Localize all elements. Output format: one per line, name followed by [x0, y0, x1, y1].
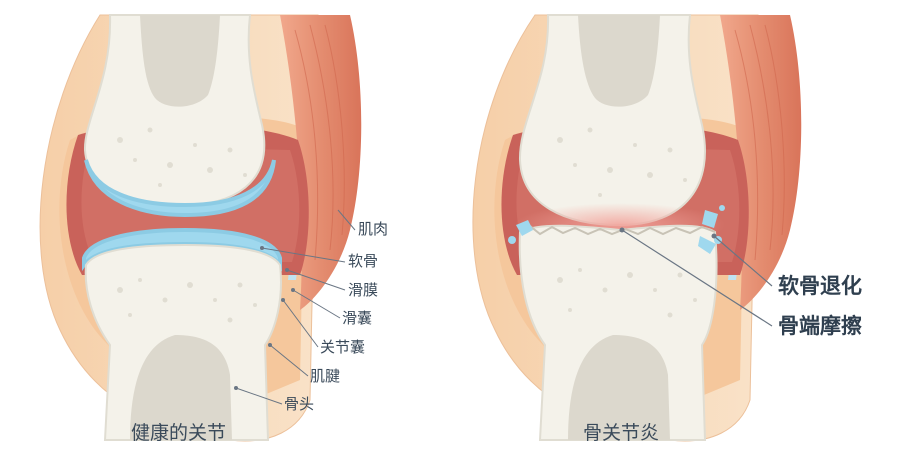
- osteoarthritis-joint: [472, 14, 802, 442]
- muscle-fibers: [734, 24, 785, 261]
- bone-texture: [557, 127, 697, 318]
- label-tendon: 肌腱: [310, 367, 341, 385]
- label-bone-friction: 骨端摩擦: [778, 314, 862, 338]
- leader-lines: [621, 229, 773, 327]
- label-synovium: 滑膜: [348, 281, 379, 299]
- femur-marrow: [578, 15, 660, 107]
- muscle: [280, 15, 362, 310]
- label-joint-capsule: 关节囊: [320, 338, 366, 356]
- label-muscle: 肌肉: [358, 220, 389, 238]
- healthy-joint: [39, 14, 362, 442]
- bone-texture: [117, 127, 257, 323]
- joint-surface: [519, 224, 716, 236]
- leader-lines: [235, 209, 356, 405]
- label-cartilage-degeneration: 软骨退化: [778, 274, 862, 298]
- tibia-marrow: [568, 335, 670, 440]
- cartilage-upper: [84, 159, 276, 218]
- cartilage-fragments: [508, 205, 725, 254]
- label-cartilage: 软骨: [348, 252, 379, 270]
- label-bursa: 滑囊: [342, 309, 373, 327]
- caption-healthy-joint: 健康的关节: [131, 422, 227, 444]
- caption-osteoarthritis: 骨关节炎: [583, 422, 660, 444]
- label-bone: 骨头: [284, 395, 315, 413]
- muscle-fibers: [294, 24, 345, 261]
- tibia-marrow: [130, 335, 232, 440]
- femur-marrow: [140, 15, 220, 107]
- muscle: [720, 15, 802, 310]
